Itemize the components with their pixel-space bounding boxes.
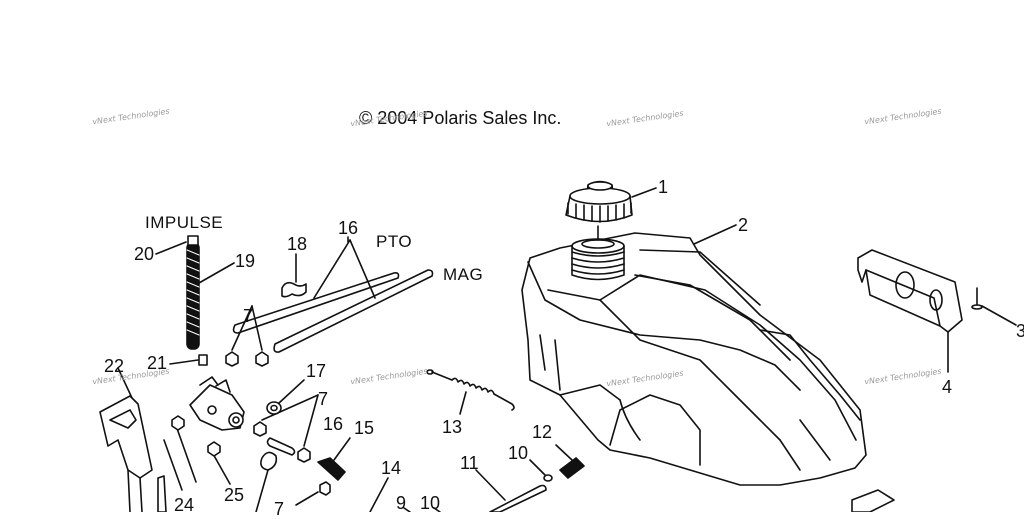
copyright-text: © 2004 Polaris Sales Inc. — [359, 108, 562, 128]
callout-25: 25 — [224, 485, 245, 505]
callout-19: 19 — [235, 251, 256, 271]
filler-neck-drawing — [571, 225, 625, 281]
label-impulse: IMPULSE — [145, 213, 224, 232]
lower-bracket-drawing — [99, 367, 153, 512]
callout-21: 21 — [147, 353, 168, 373]
spring-drawing — [426, 369, 515, 415]
callout-9: 9 — [396, 493, 407, 513]
callout-18: 18 — [287, 234, 308, 254]
pad-drawing — [851, 489, 895, 512]
callout-16: 16 — [323, 414, 344, 434]
label-mag: MAG — [443, 265, 484, 284]
callout-15: 15 — [354, 418, 375, 438]
callout-22: 22 — [104, 356, 125, 376]
bracket-drawing — [857, 249, 1017, 373]
leader-14-drawing — [369, 477, 389, 512]
impulse-line-drawing — [155, 235, 235, 366]
plug-12-drawing — [555, 444, 585, 479]
callout-7: 7 — [318, 389, 329, 409]
callout-20: 20 — [134, 244, 155, 264]
fuel-cap-drawing — [565, 180, 657, 223]
callout-12: 12 — [532, 422, 553, 442]
callout-13: 13 — [442, 417, 463, 437]
callout-10: 10 — [508, 443, 529, 463]
callout-7: 7 — [243, 306, 254, 326]
label-pto: PTO — [376, 232, 413, 251]
bolts-drawing — [157, 415, 231, 512]
callout-7: 7 — [274, 499, 285, 519]
callout-11: 11 — [460, 453, 479, 473]
callout-17: 17 — [306, 361, 327, 381]
fuel-valve-drawing — [189, 376, 245, 431]
callout-10: 10 — [420, 493, 441, 513]
callout-3: 3 — [1016, 321, 1024, 341]
callout-14: 14 — [381, 458, 402, 478]
short-tube-drawing — [266, 437, 296, 456]
fuel-lines-drawing — [232, 236, 434, 353]
callout-24: 24 — [174, 495, 195, 515]
fitting-drawing — [317, 437, 351, 481]
callout-4: 4 — [942, 377, 953, 397]
hose-clamp-drawing — [255, 451, 278, 512]
clamp-drawing — [281, 253, 307, 298]
callout-16: 16 — [338, 218, 359, 238]
nuts-drawing — [225, 305, 331, 506]
fuel-tank-drawing — [521, 224, 867, 486]
callout-2: 2 — [738, 215, 749, 235]
washer-drawing — [266, 379, 305, 415]
rod-drawing — [475, 469, 547, 512]
washer-10-drawing — [529, 459, 553, 482]
callout-1: 1 — [658, 177, 669, 197]
leader-9-10-drawing — [403, 507, 441, 512]
